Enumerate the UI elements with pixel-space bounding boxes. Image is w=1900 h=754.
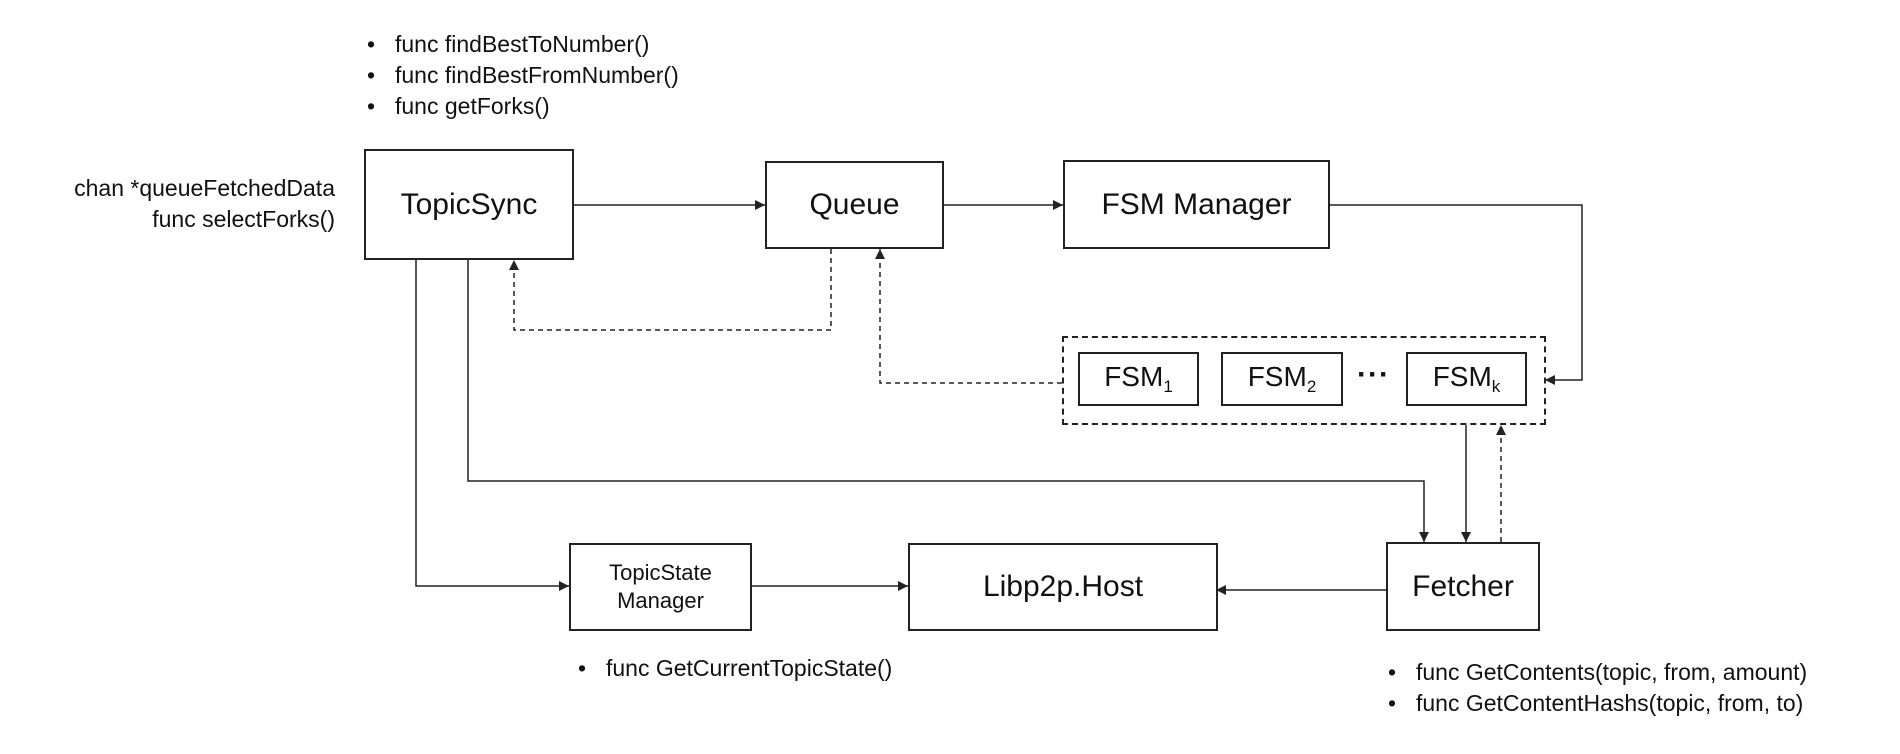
fsm-k-label: FSMk (1432, 361, 1501, 396)
arrow-fsm-group-to-queue-dashed (875, 249, 1062, 384)
fetcher-label: Fetcher (1412, 569, 1514, 603)
libp2p-host-box: Libp2p.Host (908, 543, 1218, 631)
fsm-group (1062, 336, 1546, 425)
topicsync-func-list: func findBestToNumber() func findBestFro… (367, 29, 679, 122)
fsm-2-box: FSM2 (1221, 352, 1343, 406)
fsm-k-box: FSMk (1406, 352, 1527, 406)
func-note: func GetContentHashs(topic, from, to) (1388, 688, 1807, 719)
func-note: func GetCurrentTopicState() (578, 653, 892, 684)
fetcher-func-list: func GetContents(topic, from, amount) fu… (1388, 657, 1807, 719)
topicsync-box: TopicSync (364, 149, 574, 260)
fsm-ellipsis: ··· (1357, 358, 1390, 391)
side-note-line: chan *queueFetchedData (74, 175, 335, 201)
fsm-manager-box: FSM Manager (1063, 160, 1330, 249)
topicstate-manager-label: TopicState Manager (609, 560, 712, 613)
fetcher-box: Fetcher (1386, 542, 1540, 631)
fsm-manager-label: FSM Manager (1101, 187, 1292, 221)
queue-box: Queue (765, 161, 944, 249)
func-note: func getForks() (367, 91, 679, 122)
arrow-queue-to-topicsync-dashed (509, 249, 832, 331)
fsm-1-label: FSM1 (1104, 361, 1173, 396)
func-note: func GetContents(topic, from, amount) (1388, 657, 1807, 688)
topicstate-manager-box: TopicState Manager (569, 543, 752, 631)
fsm-1-box: FSM1 (1078, 352, 1199, 406)
topicsync-label: TopicSync (400, 187, 538, 221)
func-note: func findBestToNumber() (367, 29, 679, 60)
topicstate-func-list: func GetCurrentTopicState() (578, 653, 892, 684)
fsm-2-label: FSM2 (1247, 361, 1317, 396)
libp2p-host-label: Libp2p.Host (982, 570, 1144, 603)
topicsync-side-note: chan *queueFetchedData func selectForks(… (74, 173, 335, 235)
side-note-line: func selectForks() (152, 206, 335, 232)
func-note: func findBestFromNumber() (367, 60, 679, 91)
arrow-topicsync-to-topicstate-manager (415, 260, 569, 591)
arrow-topicsync-to-fetcher (467, 260, 1429, 542)
arrow-fsm-manager-to-fsm-group (1328, 204, 1583, 385)
queue-label: Queue (809, 188, 900, 221)
